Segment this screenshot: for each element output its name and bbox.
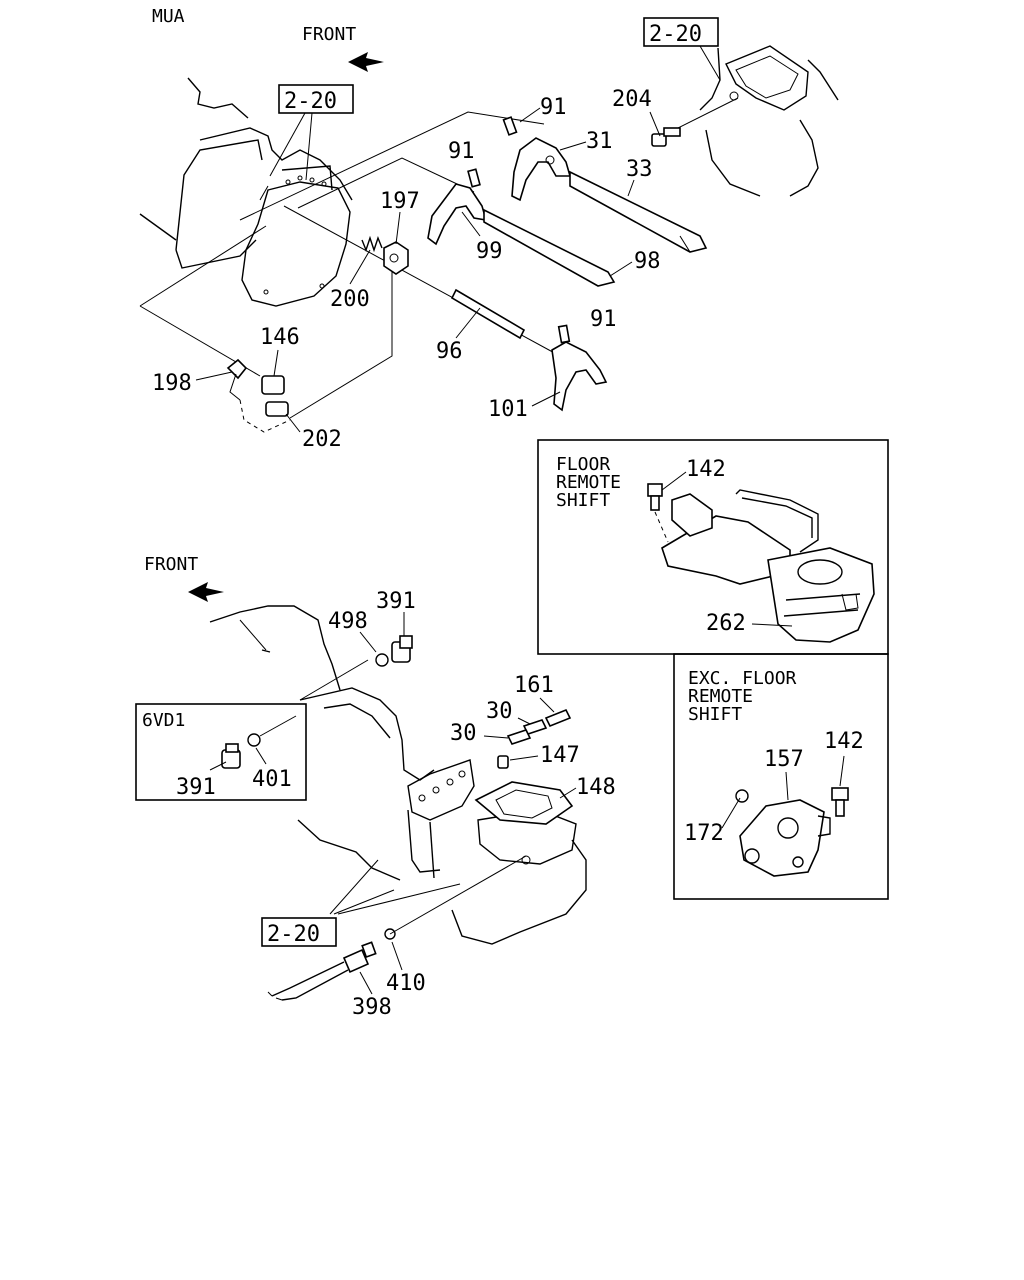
label-91-c: 91	[590, 307, 617, 332]
label-33: 33	[626, 157, 653, 182]
pin-91-b[interactable]	[467, 168, 481, 188]
ref-box-2-20-c[interactable]: 2-20	[261, 917, 337, 947]
front-label-bottom: FRONT	[144, 554, 198, 575]
label-147: 147	[540, 743, 580, 768]
spring-202[interactable]	[265, 401, 289, 417]
floor-remote-shift-box: FLOOR REMOTE SHIFT 142 262	[537, 439, 889, 655]
label-498: 498	[328, 609, 368, 634]
pin-91-a[interactable]	[502, 116, 518, 136]
label-146: 146	[260, 325, 300, 350]
label-142-exc: 142	[824, 729, 864, 754]
ref-box-2-20-b[interactable]: 2-20	[643, 17, 719, 47]
svg-text:SHIFT: SHIFT	[556, 490, 610, 511]
plug-146[interactable]	[261, 375, 285, 395]
label-172: 172	[684, 821, 724, 846]
gasket-148[interactable]	[474, 781, 574, 825]
cover-157[interactable]	[739, 799, 831, 877]
label-142-floor: 142	[686, 457, 726, 482]
exc-floor-remote-shift-box: EXC. FLOOR REMOTE SHIFT 157 142 172	[673, 653, 889, 900]
model-code: MUA	[152, 6, 185, 27]
washer-498[interactable]	[375, 653, 389, 667]
bolt-142-exc[interactable]	[831, 787, 849, 817]
label-401: 401	[252, 767, 292, 792]
vd1-box: 6VD1 391 401	[135, 703, 307, 801]
remote-shift-assembly-262[interactable]	[661, 489, 875, 643]
label-198: 198	[152, 371, 192, 396]
block-197[interactable]	[383, 241, 409, 275]
shift-fork-101[interactable]	[551, 341, 608, 412]
svg-text:2-20: 2-20	[267, 922, 320, 947]
svg-text:EXC. FLOOR: EXC. FLOOR	[688, 668, 797, 689]
bolt-204[interactable]	[651, 127, 681, 147]
svg-text:6VD1: 6VD1	[142, 710, 185, 731]
washer-410[interactable]	[384, 928, 396, 940]
label-200: 200	[330, 287, 370, 312]
label-91-a: 91	[540, 95, 567, 120]
shift-fork-99[interactable]	[427, 183, 488, 246]
svg-text:2-20: 2-20	[649, 22, 702, 47]
label-31: 31	[586, 129, 613, 154]
front-arrow-icon	[348, 52, 384, 72]
washer-401[interactable]	[247, 733, 261, 747]
label-101: 101	[488, 397, 528, 422]
label-398: 398	[352, 995, 392, 1020]
label-99: 99	[476, 239, 503, 264]
ref-box-2-20-a[interactable]: 2-20	[278, 84, 354, 114]
front-label-top: FRONT	[302, 24, 356, 45]
bolt-142-floor[interactable]	[647, 483, 663, 511]
pin-30-b[interactable]	[506, 729, 532, 745]
label-30-a: 30	[486, 699, 513, 724]
shift-rod-33[interactable]	[569, 170, 708, 253]
shift-fork-31[interactable]	[511, 137, 572, 202]
front-arrow-icon-bottom	[188, 582, 224, 602]
transmission-housing-left	[139, 77, 353, 307]
label-161: 161	[514, 673, 554, 698]
svg-text:REMOTE: REMOTE	[556, 472, 621, 493]
label-96: 96	[436, 339, 463, 364]
label-197: 197	[380, 189, 420, 214]
label-391-a: 391	[376, 589, 416, 614]
shift-rod-98[interactable]	[483, 208, 616, 287]
clip-198[interactable]	[226, 358, 248, 401]
transmission-housing-bottom	[209, 605, 587, 945]
label-262: 262	[706, 611, 746, 636]
ball-147[interactable]	[497, 755, 509, 769]
oring-172[interactable]	[735, 789, 749, 803]
label-157: 157	[764, 747, 804, 772]
label-148: 148	[576, 775, 616, 800]
label-204: 204	[612, 87, 652, 112]
svg-text:REMOTE: REMOTE	[688, 686, 753, 707]
transmission-housing-right	[699, 45, 839, 197]
plug-391[interactable]	[391, 635, 413, 663]
plug-391-6vd1[interactable]	[221, 743, 241, 769]
svg-text:SHIFT: SHIFT	[688, 704, 742, 725]
label-30-b: 30	[450, 721, 477, 746]
label-91-b: 91	[448, 139, 475, 164]
svg-text:2-20: 2-20	[284, 89, 337, 114]
pin-161[interactable]	[544, 708, 572, 728]
label-410: 410	[386, 971, 426, 996]
label-98: 98	[634, 249, 661, 274]
pin-91-c[interactable]	[557, 324, 571, 344]
switch-398[interactable]	[267, 941, 377, 1001]
label-391-6vd1: 391	[176, 775, 216, 800]
label-202: 202	[302, 427, 342, 452]
shift-rod-96[interactable]	[450, 288, 526, 340]
spring-200[interactable]	[361, 235, 383, 253]
svg-text:FLOOR: FLOOR	[556, 454, 610, 475]
